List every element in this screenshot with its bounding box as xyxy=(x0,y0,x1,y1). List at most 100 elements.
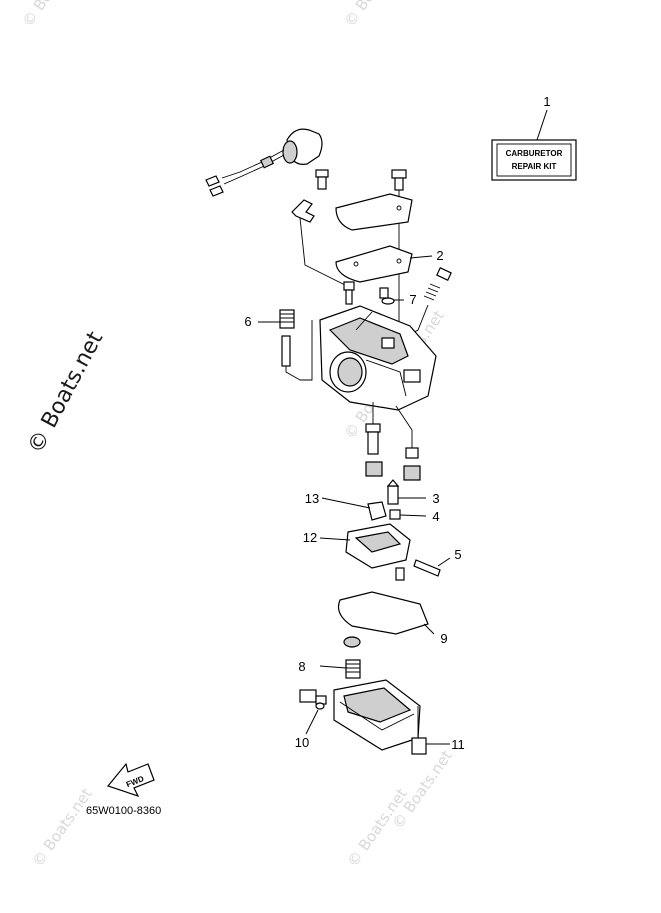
bowl-rim xyxy=(339,701,415,731)
screw-6-shank xyxy=(281,335,291,367)
part-13-clip xyxy=(367,501,387,521)
seat-top xyxy=(405,447,419,459)
leader-9 xyxy=(423,623,435,635)
float-top xyxy=(354,531,402,553)
body-side-boss xyxy=(403,369,421,383)
carburetor-body xyxy=(319,305,437,411)
wire-sleeve xyxy=(259,155,275,169)
spring-coils-8 xyxy=(346,663,360,673)
gasket-hole-2 xyxy=(353,261,359,267)
float-pin-5 xyxy=(413,559,441,577)
part-code: 65W0100-8360 xyxy=(86,805,161,817)
callout-12: 12 xyxy=(303,530,317,545)
choke-solenoid xyxy=(205,128,323,197)
callout-10: 10 xyxy=(295,735,309,750)
body-top-face xyxy=(328,317,409,365)
faint-watermark-top-left: © Boats.net xyxy=(19,0,86,30)
screw-shank xyxy=(317,176,327,190)
part-4-screw xyxy=(389,509,401,520)
leader-1 xyxy=(536,109,548,141)
leader-13 xyxy=(321,497,371,509)
callout-8: 8 xyxy=(298,659,305,674)
callout-13: 13 xyxy=(305,491,319,506)
repair-kit-label: CARBURETOR REPAIR KIT xyxy=(491,139,577,181)
body-edge xyxy=(365,359,407,397)
spring-coils xyxy=(423,283,441,301)
callout-5: 5 xyxy=(454,547,461,562)
leader-12 xyxy=(319,537,351,541)
watermark-text: © Boats.net xyxy=(341,0,408,30)
gasket-9 xyxy=(337,591,429,635)
gasket-hole xyxy=(396,258,402,264)
top-screw xyxy=(315,169,329,190)
wire-terminal-1 xyxy=(205,175,220,187)
callout-1: 1 xyxy=(543,94,550,109)
leader-4 xyxy=(399,514,427,517)
callout-7: 7 xyxy=(409,292,416,307)
leader-2 xyxy=(409,255,433,259)
spring-body xyxy=(345,659,361,679)
gasket-screw xyxy=(391,169,407,191)
callout-6: 6 xyxy=(244,314,251,329)
fwd-arrow-shape xyxy=(106,762,155,798)
main-nozzle xyxy=(365,423,383,477)
callout-3: 3 xyxy=(432,491,439,506)
pilot-screw-head xyxy=(436,267,452,281)
leader-10 xyxy=(305,709,319,735)
jet-top xyxy=(379,287,389,299)
body-screw-head xyxy=(343,281,355,291)
float-12 xyxy=(345,523,411,569)
screw-head xyxy=(315,169,329,178)
needle-valve-seat xyxy=(403,447,421,481)
nozzle-body xyxy=(367,431,379,455)
solenoid-face xyxy=(282,140,298,164)
solenoid-wire-2 xyxy=(223,154,285,185)
drain-screw-10 xyxy=(299,689,327,710)
leader-8 xyxy=(319,665,347,669)
screw-6-dash xyxy=(285,366,301,381)
drain-spacer xyxy=(343,636,361,648)
bowl-screw-11 xyxy=(411,706,427,755)
watermark-text: © Boats.net xyxy=(19,0,86,30)
pilot-screw-spring xyxy=(423,267,452,301)
bowl-screw-head xyxy=(411,737,427,755)
choke-clip-leader xyxy=(299,217,346,286)
leader-5 xyxy=(437,557,451,567)
choke-clip xyxy=(291,199,315,223)
needle-tip xyxy=(386,479,400,487)
seat-leader xyxy=(395,405,413,448)
needle-valve-3 xyxy=(386,479,400,505)
callout-11: 11 xyxy=(451,737,465,752)
body-leader-left xyxy=(300,320,313,381)
body-leader-top xyxy=(355,311,373,331)
fwd-arrow: FWD xyxy=(106,762,155,798)
kit-label-line2: REPAIR KIT xyxy=(512,162,557,171)
screw-head xyxy=(391,169,407,179)
solenoid-wire-1 xyxy=(221,149,285,179)
float-screw xyxy=(395,567,405,581)
float-bowl xyxy=(333,679,421,751)
float-pin xyxy=(413,559,441,577)
spring-8 xyxy=(345,659,361,679)
gasket-2 xyxy=(335,245,413,283)
kit-box-inner xyxy=(496,143,572,177)
callout-2: 2 xyxy=(436,248,443,263)
faint-watermark-bottom-left: © Boats.net xyxy=(29,785,96,870)
needle-valve xyxy=(387,485,399,505)
part-6-screw xyxy=(279,309,295,367)
bowl-top-face xyxy=(343,687,412,723)
drain-washer xyxy=(315,702,325,710)
screw-6-threads xyxy=(280,313,294,323)
main-jet xyxy=(365,461,383,477)
kit-box-outer xyxy=(491,139,577,181)
wire-terminal-2 xyxy=(209,185,224,197)
callout-9: 9 xyxy=(440,631,447,646)
kit-label-line1: CARBURETOR xyxy=(506,149,563,158)
screw-shank xyxy=(394,177,404,191)
venturi-inner xyxy=(337,357,363,387)
plate-hole xyxy=(396,205,402,211)
faint-watermark-top-right: © Boats.net xyxy=(341,0,408,30)
side-watermark: © Boats.net xyxy=(23,327,108,458)
seat-body xyxy=(403,465,421,481)
callout-4: 4 xyxy=(432,509,439,524)
